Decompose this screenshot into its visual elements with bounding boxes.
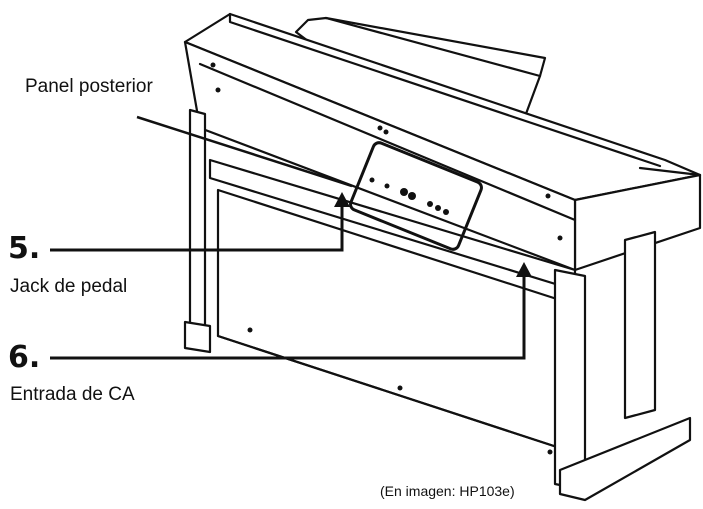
model-caption: (En imagen: HP103e) [380, 483, 515, 499]
callout-6-line [50, 275, 526, 360]
left-leg [188, 108, 207, 340]
rear-panel-label: Panel posterior [25, 76, 153, 97]
step-6-number: 6. [8, 340, 41, 375]
callout-5-line [50, 205, 344, 252]
screw-dots [210, 62, 563, 455]
rear-panel-leader [136, 115, 353, 188]
left-foot [183, 320, 212, 354]
right-foot [558, 416, 692, 502]
callout-6-arrow [516, 262, 532, 277]
callout-5-arrow [334, 192, 350, 207]
step-6-label: Entrada de CA [10, 384, 135, 405]
step-5-number: 5. [8, 231, 41, 266]
right-leg-front [623, 230, 657, 420]
connector-panel-highlight [349, 141, 483, 251]
right-leg [553, 268, 587, 492]
step-5-label: Jack de pedal [10, 276, 128, 297]
